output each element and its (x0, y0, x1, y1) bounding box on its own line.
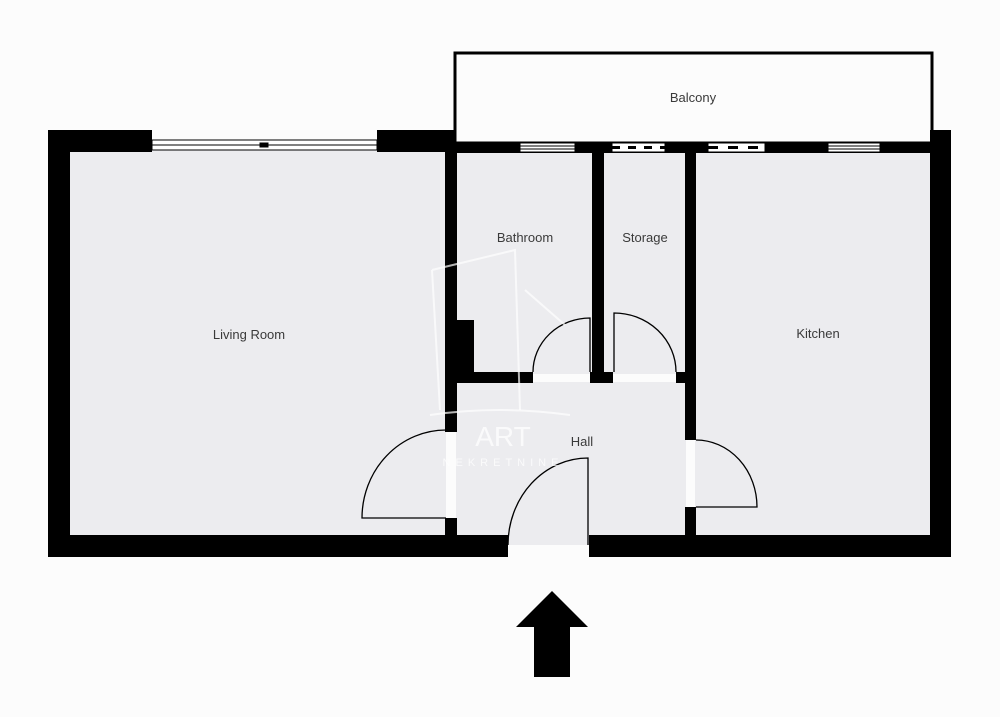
label-bathroom: Bathroom (497, 230, 553, 245)
door-kitchen (695, 439, 758, 508)
floors (70, 150, 931, 547)
window-kitchen-1 (707, 142, 766, 153)
bathroom-floor (456, 152, 593, 374)
window-living-room (151, 139, 378, 151)
label-balcony: Balcony (670, 90, 717, 105)
windows (151, 139, 881, 153)
watermark-line2: NEKRETNINE (443, 457, 564, 469)
window-kitchen-2 (827, 142, 881, 153)
door-bathroom (532, 317, 591, 373)
doors (361, 312, 758, 546)
door-living-room (361, 429, 447, 519)
watermark-line1: ART (475, 421, 531, 452)
label-storage: Storage (622, 230, 668, 245)
watermark-logo: ART NEKRETNINE (429, 248, 571, 469)
window-storage (611, 142, 666, 153)
arrow-up-icon (516, 591, 588, 677)
living-room-floor (70, 150, 446, 536)
door-storage (613, 312, 677, 373)
label-living-room: Living Room (213, 327, 285, 342)
label-kitchen: Kitchen (796, 326, 839, 341)
door-entrance (507, 457, 589, 546)
kitchen-floor (695, 152, 931, 536)
entrance-opening (508, 545, 589, 557)
window-bathroom (519, 142, 576, 153)
storage-floor (603, 152, 686, 374)
balcony-outline (453, 51, 934, 145)
label-hall: Hall (571, 434, 594, 449)
walls (48, 130, 951, 557)
